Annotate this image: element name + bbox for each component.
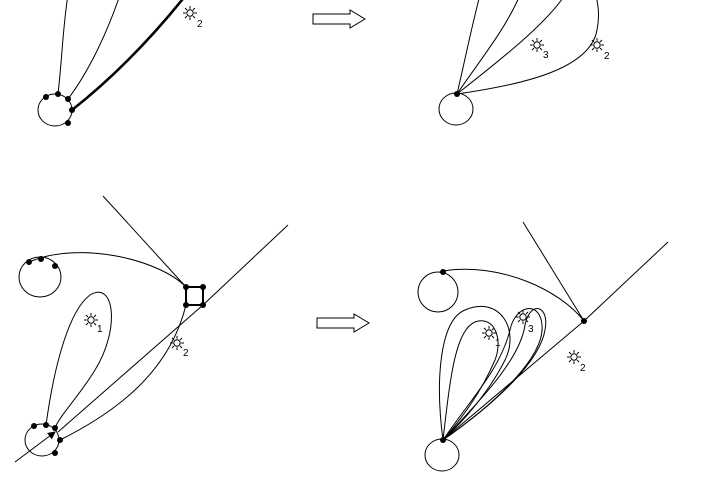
- panel-bottom-right: 1 3 2: [417, 221, 669, 472]
- panel-bottom-left: 1 2: [14, 195, 289, 463]
- boundary-circle: [18, 256, 62, 298]
- node-label: 1: [495, 338, 501, 349]
- boundary-circle: [438, 92, 474, 126]
- curve: [442, 268, 585, 322]
- node-label: 2: [604, 51, 610, 62]
- node-label: 3: [528, 324, 534, 335]
- curve: [442, 308, 543, 441]
- line: [14, 431, 56, 463]
- line: [522, 221, 585, 322]
- line: [583, 241, 669, 322]
- curve: [456, 0, 480, 95]
- curve: [442, 308, 547, 441]
- node-label: 2: [183, 348, 189, 359]
- curve: [45, 292, 112, 429]
- line: [57, 304, 204, 433]
- line: [102, 195, 187, 288]
- curve: [28, 252, 187, 288]
- line: [202, 224, 289, 306]
- curve: [456, 0, 519, 95]
- hollow-right-arrow-icon: [316, 313, 370, 333]
- curve: [456, 0, 563, 95]
- sun-icon: [481, 325, 497, 341]
- boundary-circle: [424, 438, 460, 472]
- marked-point: [454, 91, 460, 97]
- marked-point: [26, 256, 206, 456]
- sun-icon: [182, 5, 198, 21]
- panel-top-left: 2: [37, 0, 203, 127]
- curve: [57, 0, 68, 95]
- curve: [59, 304, 187, 441]
- boundary-circle: [417, 271, 459, 313]
- curve: [439, 305, 511, 441]
- curve: [67, 0, 119, 100]
- sun-icon: [83, 312, 99, 328]
- marked-point: [440, 269, 587, 443]
- curve: [442, 320, 499, 441]
- sun-icon: [169, 335, 185, 351]
- square-box: [185, 286, 204, 306]
- panel-top-right: 3 2: [438, 0, 610, 126]
- sun-icon: [566, 349, 582, 365]
- curve: [456, 0, 600, 95]
- line: [442, 320, 585, 441]
- sun-icon: [589, 37, 605, 53]
- hollow-right-arrow-icon: [312, 9, 366, 29]
- node-label: 2: [197, 19, 203, 30]
- node-label: 2: [580, 363, 586, 374]
- thick-curve: [71, 0, 184, 112]
- sun-icon: [529, 37, 545, 53]
- node-label: 3: [543, 50, 549, 61]
- node-label: 1: [97, 324, 103, 335]
- sun-icon: [515, 309, 531, 325]
- marked-point: [43, 91, 75, 126]
